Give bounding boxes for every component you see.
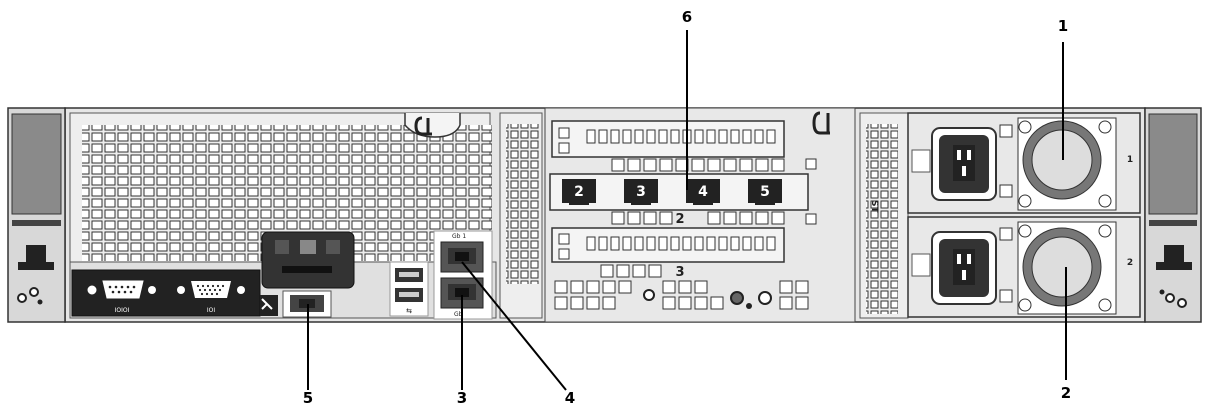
usb-ports[interactable]: ⇆	[390, 262, 428, 316]
psu-1-fan	[1018, 118, 1116, 210]
psu-vent: ST	[860, 113, 908, 318]
usb-symbol: ⇆	[406, 307, 412, 315]
vga-label: IOI	[207, 307, 215, 314]
nic-slot-2[interactable]: 2	[562, 179, 596, 205]
left-rail-ear	[8, 108, 65, 322]
pcie-riser-area: 2 3 4 5 2	[545, 108, 855, 322]
callout-1: 1	[1058, 17, 1068, 35]
psu-1-power-inlet[interactable]	[932, 128, 996, 200]
system-id-button[interactable]	[731, 292, 743, 304]
psu-2-label: 2	[1127, 258, 1133, 268]
right-rail-ear	[1145, 108, 1201, 322]
callout-2: 2	[1061, 384, 1071, 402]
legacy-port-strip: IOIOI IOI	[72, 270, 278, 316]
power-supply-2: 2	[908, 217, 1140, 317]
serial-label: IOIOI	[115, 307, 130, 314]
info-icon	[746, 303, 752, 309]
riser-2-label: 2	[675, 212, 684, 227]
nic-slot-2-label: 2	[574, 184, 584, 200]
psu-2-power-inlet[interactable]	[932, 232, 996, 304]
center-vent	[500, 113, 542, 318]
pcie-slot-bracket-top	[552, 121, 784, 157]
nic-slot-4[interactable]: 4	[686, 179, 720, 205]
nic-slot-row: 2 3 4 5	[550, 174, 808, 210]
status-led	[759, 292, 771, 304]
power-supply-1: 1	[908, 113, 1140, 213]
riser-3-label: 3	[675, 265, 684, 280]
callout-3: 3	[457, 389, 467, 405]
nic-port-1[interactable]	[441, 242, 483, 272]
callout-5: 5	[303, 389, 313, 405]
psu-1-label: 1	[1127, 155, 1133, 165]
callout-4: 4	[565, 389, 575, 405]
screw	[644, 290, 654, 300]
pcie-slot-bracket-bottom	[552, 228, 784, 262]
gb1-label: Gb 1	[452, 233, 466, 240]
nic-slot-5[interactable]: 5	[748, 179, 782, 205]
nic-slot-3-label: 3	[636, 184, 646, 200]
nic-slot-3[interactable]: 3	[624, 179, 658, 205]
nic-slot-5-label: 5	[760, 184, 770, 200]
nic-slot-4-label: 4	[698, 184, 708, 200]
callout-6: 6	[682, 8, 692, 26]
psu-side-label: ST	[869, 200, 879, 213]
idrac-card-module	[262, 232, 354, 288]
